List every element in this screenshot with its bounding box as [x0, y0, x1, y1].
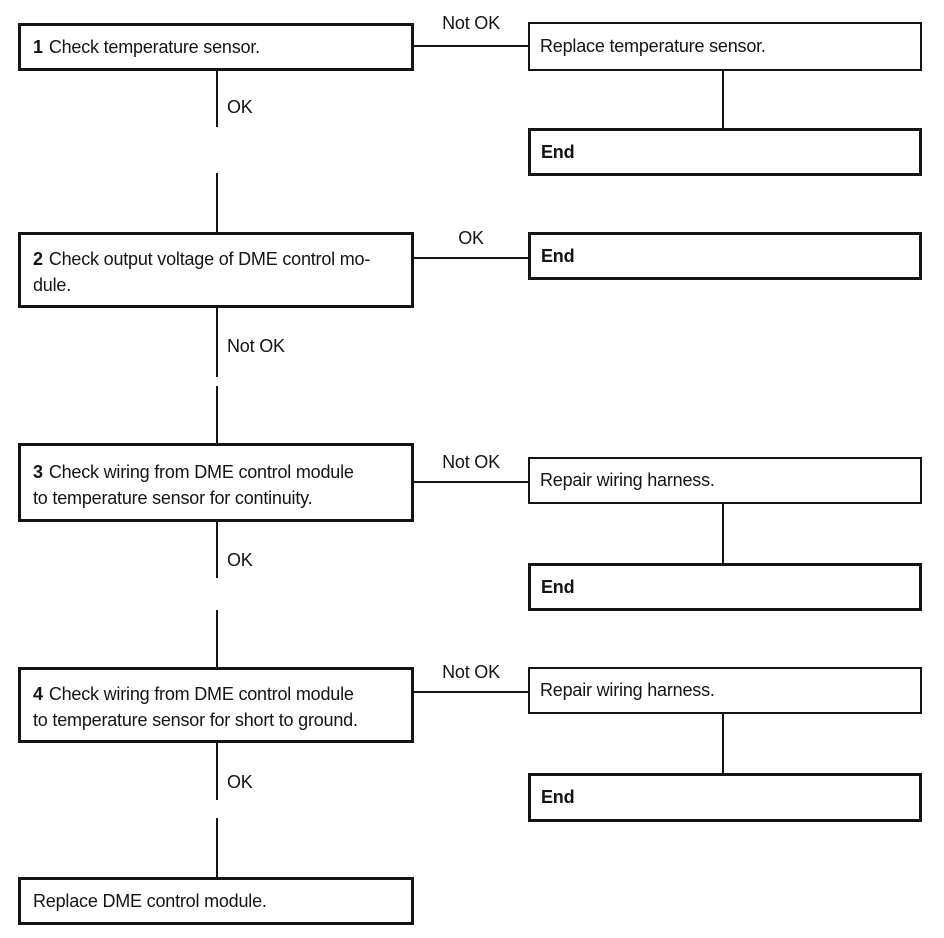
- replace-dme-module-box: Replace DME control module.: [18, 877, 414, 925]
- end-box-2: End: [528, 232, 922, 280]
- step-4-line-2: to temperature sensor for short to groun…: [33, 710, 358, 730]
- repair-wiring-box-1: Repair wiring harness.: [528, 457, 922, 504]
- branch-label-step1-not-ok: Not OK: [442, 13, 500, 33]
- end-label-3: End: [541, 576, 575, 597]
- step-2-line-2: dule.: [33, 275, 72, 295]
- step-4-line-1-text: Check wiring from DME control module: [48, 684, 354, 704]
- end-label-4: End: [541, 787, 575, 807]
- connector-replace-to-end1: [722, 71, 724, 128]
- end-box-4: End: [528, 773, 922, 822]
- repair-wiring-box-2: Repair wiring harness.: [528, 667, 922, 714]
- connector-step3-down-lower: [216, 610, 218, 667]
- connector-step1-down-lower: [216, 173, 218, 232]
- branch-label-step3-not-ok: Not OK: [442, 452, 500, 472]
- branch-label-step2-ok: OK: [458, 228, 484, 248]
- connector-repair4-to-end4: [722, 714, 724, 773]
- step-2-number: 2: [33, 249, 43, 269]
- connector-step2-down-lower: [216, 386, 218, 443]
- connector-step2-to-end2: [414, 257, 528, 259]
- replace-temp-sensor-text: Replace temperature sensor.: [540, 36, 766, 56]
- branch-label-step1-ok: OK: [227, 97, 253, 117]
- end-label-1: End: [541, 141, 575, 162]
- replace-dme-module-text: Replace DME control module.: [33, 890, 267, 911]
- repair-wiring-text-1: Repair wiring harness.: [540, 470, 715, 490]
- branch-label-step4-not-ok: Not OK: [442, 662, 500, 682]
- end-box-3: End: [528, 563, 922, 611]
- connector-step3-to-repair3: [414, 481, 528, 483]
- step-1-number: 1: [33, 36, 43, 57]
- branch-label-step4-ok: OK: [227, 772, 253, 792]
- connector-step2-down-upper: [216, 308, 218, 377]
- step-1-line-1: Check temperature sensor.: [48, 36, 260, 57]
- connector-repair3-to-end3: [722, 504, 724, 563]
- connector-step4-to-repair4: [414, 691, 528, 693]
- step-3-line-1-text: Check wiring from DME control module: [48, 462, 354, 482]
- end-label-2: End: [541, 245, 575, 266]
- connector-step3-down-upper: [216, 522, 218, 578]
- step-3-number: 3: [33, 462, 43, 482]
- step-3-line-2: to temperature sensor for continuity.: [33, 488, 313, 508]
- connector-step1-down-upper: [216, 71, 218, 127]
- branch-label-step2-not-ok: Not OK: [227, 336, 285, 356]
- replace-temp-sensor-box: Replace temperature sensor.: [528, 22, 922, 71]
- step-4-number: 4: [33, 684, 43, 704]
- branch-label-step3-ok: OK: [227, 550, 253, 570]
- connector-step1-to-replace: [414, 45, 528, 47]
- step-2-line-1-text: Check output voltage of DME control mo-: [48, 249, 371, 269]
- repair-wiring-text-2: Repair wiring harness.: [540, 680, 715, 700]
- end-box-1: End: [528, 128, 922, 176]
- connector-step4-down-upper: [216, 743, 218, 800]
- connector-step4-down-lower: [216, 818, 218, 877]
